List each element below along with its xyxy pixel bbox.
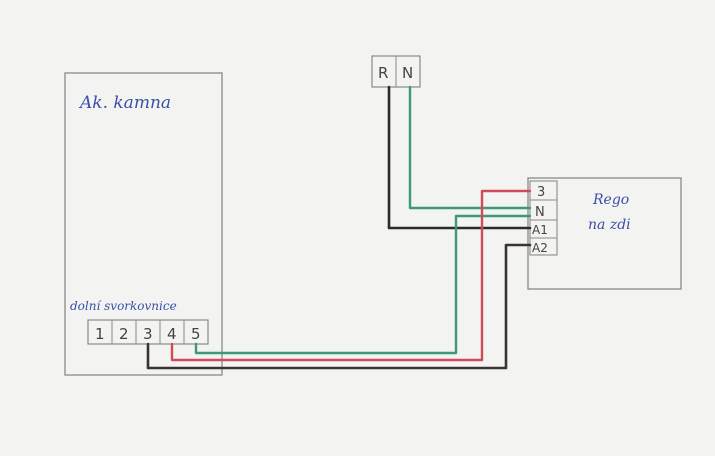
- supply-terminal-block: R N: [371, 55, 421, 88]
- heater-label: Ak. kamna: [78, 93, 171, 113]
- controller-terminal-n: N: [535, 205, 545, 220]
- wire-red-heater: [170, 189, 532, 362]
- supply-terminal-n: N: [402, 64, 413, 82]
- wire-green-heater: [194, 214, 532, 355]
- terminal-5: 5: [191, 325, 201, 343]
- controller-terminal-block: 3 N A1 A2: [529, 180, 558, 256]
- controller-terminal-frame: [529, 180, 558, 256]
- wire-black-heater: [146, 243, 532, 370]
- controller-terminal-a2: A2: [532, 241, 548, 255]
- controller-terminal-3: 3: [537, 185, 545, 200]
- terminal-4: 4: [167, 325, 177, 343]
- terminal-block-label: dolní svorkovnice: [70, 299, 177, 313]
- supply-terminal-r: R: [378, 64, 388, 82]
- terminal-2: 2: [119, 325, 129, 343]
- terminal-1: 1: [95, 325, 105, 343]
- terminal-block: 1 2 3 4 5: [87, 319, 209, 345]
- controller-box: [527, 177, 682, 290]
- controller-label-line1: Rego: [592, 192, 629, 208]
- heater-box: [64, 72, 223, 376]
- controller-terminal-a1: A1: [532, 223, 548, 237]
- wire-green-supply: [408, 85, 532, 210]
- terminal-3: 3: [143, 325, 153, 343]
- controller-label-line2: na zdi: [588, 217, 631, 233]
